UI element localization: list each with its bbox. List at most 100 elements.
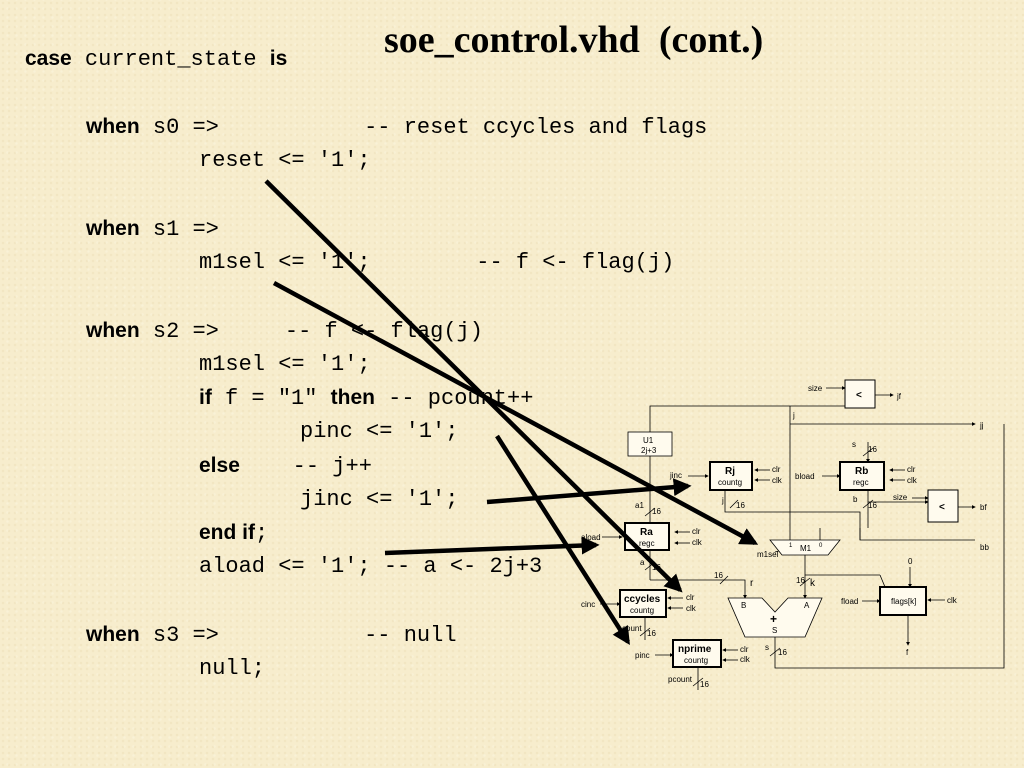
u1-label: U1 <box>643 436 654 445</box>
code-line: else -- j++ <box>199 453 372 480</box>
size-label: size <box>808 384 823 393</box>
jf-label: jf <box>896 392 902 401</box>
nprime-label: nprime <box>678 644 712 655</box>
width-label: 16 <box>647 629 656 638</box>
j-label: j <box>792 411 795 420</box>
pcount-label: pcount <box>668 675 693 684</box>
mux-input-1: 1 <box>789 543 793 549</box>
rb-label: Rb <box>855 466 868 477</box>
pinc-label: pinc <box>635 651 650 660</box>
m1-label: M1 <box>800 544 812 553</box>
clr-label: clr <box>686 593 695 602</box>
width-label: 16 <box>652 507 661 516</box>
code-keyword: is <box>269 47 288 70</box>
ccycles-sublabel: countg <box>630 606 654 615</box>
rj-label: Rj <box>725 466 735 477</box>
clr-label: clr <box>772 465 781 474</box>
code-text: f = "1" <box>211 386 331 411</box>
code-line: m1sel <= '1'; -- f <- flag(j) <box>199 250 675 275</box>
u1-block <box>627 431 673 457</box>
clr-label: clr <box>740 645 749 654</box>
j-label: j <box>721 496 724 505</box>
bb-label: bb <box>980 543 989 552</box>
code-keyword: when <box>86 115 140 138</box>
comparator-symbol: < <box>856 390 862 401</box>
aload-label: aload <box>581 533 601 542</box>
width-label: 16 <box>778 648 787 657</box>
code-line: when s2 => -- f <- flag(j) <box>86 318 483 345</box>
adder-block <box>727 597 823 638</box>
comparator-block <box>927 489 959 523</box>
code-text: current_state <box>71 47 270 72</box>
comparator-symbol: < <box>939 502 945 513</box>
pinc-arrow <box>495 434 630 646</box>
code-line: when s3 => -- null <box>86 622 457 649</box>
nprime-counter <box>672 639 722 668</box>
code-line: reset <= '1'; <box>199 148 371 173</box>
diagram-blocks <box>619 379 959 668</box>
flags-label: flags[k] <box>891 597 916 606</box>
code-line: m1sel <= '1'; <box>199 352 371 377</box>
nprime-sublabel: countg <box>684 656 708 665</box>
code-text: s0 => -- reset ccycles and flags <box>139 115 708 140</box>
rb-register <box>839 461 885 491</box>
width-label: 16 <box>700 680 709 689</box>
m1sel-arrow <box>272 281 759 545</box>
width-label: 16 <box>868 501 877 510</box>
clr-label: clr <box>692 527 701 536</box>
code-line: when s0 => -- reset ccycles and flags <box>86 114 707 141</box>
r-label: r <box>750 578 754 589</box>
code-line: when s1 => <box>86 216 219 243</box>
jinc-label: jinc <box>669 471 682 480</box>
flags-register <box>879 586 927 616</box>
jj-label: jj <box>979 421 984 430</box>
b-label: b <box>853 495 858 504</box>
size-label: size <box>893 493 908 502</box>
code-line: jinc <= '1'; <box>300 487 459 512</box>
ra-label: Ra <box>640 527 653 538</box>
bload-label: bload <box>795 472 815 481</box>
code-keyword: when <box>86 217 140 240</box>
code-keyword: then <box>330 386 375 409</box>
clk-label: clk <box>686 604 697 613</box>
code-line: end if; <box>199 520 268 547</box>
u1-sublabel: 2j+3 <box>641 446 657 455</box>
f-label: f <box>906 648 909 657</box>
s-label: s <box>852 440 856 449</box>
m1-mux <box>769 539 841 556</box>
ccycles-counter <box>619 589 667 618</box>
aload-arrow <box>384 536 600 556</box>
count-label: count <box>622 624 642 633</box>
comparator-block <box>844 379 876 409</box>
clk-label: clk <box>907 476 918 485</box>
fload-label: fload <box>841 597 858 606</box>
a1-label: a1 <box>635 501 644 510</box>
code-keyword: when <box>86 319 140 342</box>
a-label: a <box>640 558 645 567</box>
width-label: 16 <box>714 571 723 580</box>
code-line: case current_state is <box>25 46 287 73</box>
mux-input-0: 0 <box>819 543 823 549</box>
width-label: 16 <box>868 445 877 454</box>
jinc-arrow <box>486 478 692 505</box>
s-label: s <box>765 643 769 652</box>
bf-label: bf <box>980 503 987 512</box>
clr-label: clr <box>907 465 916 474</box>
code-line: aload <= '1'; -- a <- 2j+3 <box>199 554 543 579</box>
code-keyword: end if <box>199 521 255 544</box>
cinc-label: cinc <box>581 600 595 609</box>
code-text: s1 => <box>139 217 219 242</box>
m1sel-label: m1sel <box>757 550 779 559</box>
rj-sublabel: countg <box>718 478 742 487</box>
code-line: null; <box>199 656 266 681</box>
code-keyword: if <box>199 386 212 409</box>
rj-register <box>709 461 753 491</box>
k-label: k <box>810 578 816 589</box>
clk-label: clk <box>692 538 703 547</box>
adder-b-label: B <box>741 601 746 610</box>
code-text: -- j++ <box>239 454 372 479</box>
annotation-arrows <box>264 179 759 646</box>
clk-label: clk <box>947 596 958 605</box>
adder-a-label: A <box>804 601 810 610</box>
